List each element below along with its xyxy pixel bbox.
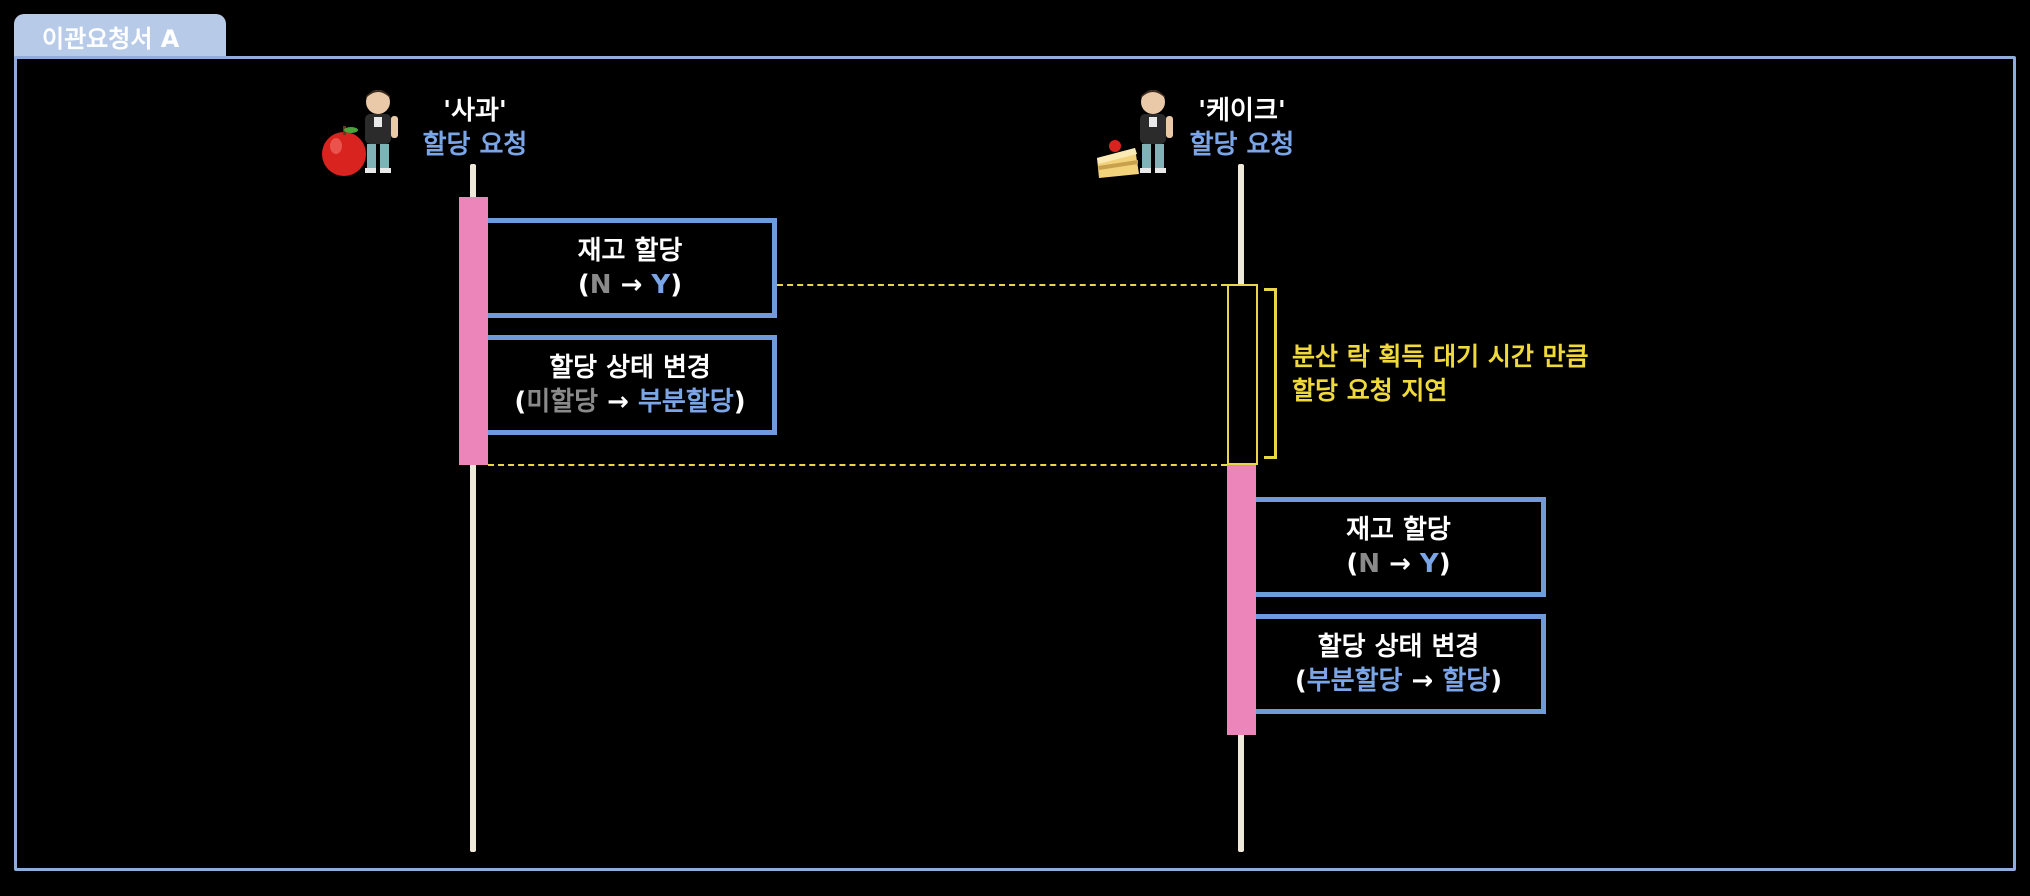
diagram-frame <box>14 56 2016 871</box>
right-box-stock-allocation: 재고 할당 (N → Y) <box>1256 497 1546 597</box>
actor-left-subtitle: 할당 요청 <box>422 130 528 160</box>
left-box2-transition: (미할당 → 부분할당) <box>514 387 746 417</box>
wait-note-line2: 할당 요청 지연 <box>1292 376 1448 405</box>
wait-note: 분산 락 획득 대기 시간 만큼 할당 요청 지연 <box>1292 340 1712 408</box>
tab-title[interactable]: 이관요청서 A <box>14 14 226 59</box>
actor-left-label: '사과' 할당 요청 <box>405 94 545 162</box>
left-box1-transition: (N → Y) <box>577 270 683 300</box>
tab-title-label: 이관요청서 A <box>42 25 180 53</box>
dotted-connector-top <box>777 284 1227 286</box>
cake-icon <box>1097 90 1173 178</box>
actor-left-name: '사과' <box>443 96 507 126</box>
lifeline-left <box>470 164 476 852</box>
left-box2-title: 할당 상태 변경 <box>549 353 711 383</box>
right-box2-transition: (부분할당 → 할당) <box>1294 666 1503 696</box>
wait-bracket <box>1264 288 1277 459</box>
actor-right-name: '케이크' <box>1198 96 1286 126</box>
activation-bar-right <box>1227 465 1256 735</box>
wait-note-line1: 분산 락 획득 대기 시간 만큼 <box>1292 342 1589 371</box>
right-box1-title: 재고 할당 <box>1346 515 1451 545</box>
right-box1-transition: (N → Y) <box>1346 549 1451 579</box>
actor-right-subtitle: 할당 요청 <box>1189 130 1295 160</box>
left-box-status-change: 할당 상태 변경 (미할당 → 부분할당) <box>488 335 777 435</box>
left-box-stock-allocation: 재고 할당 (N → Y) <box>488 218 777 318</box>
person-figure-right <box>1140 90 1173 173</box>
apple-icon <box>322 90 398 176</box>
person-figure-left <box>365 90 398 173</box>
dotted-connector-bottom <box>488 464 1227 466</box>
right-box2-title: 할당 상태 변경 <box>1317 632 1480 662</box>
left-box1-title: 재고 할당 <box>577 236 683 266</box>
right-box-status-change: 할당 상태 변경 (부분할당 → 할당) <box>1256 614 1546 714</box>
actor-right-label: '케이크' 할당 요청 <box>1172 94 1312 162</box>
activation-bar-left <box>459 197 488 465</box>
lock-wait-box <box>1227 284 1258 465</box>
